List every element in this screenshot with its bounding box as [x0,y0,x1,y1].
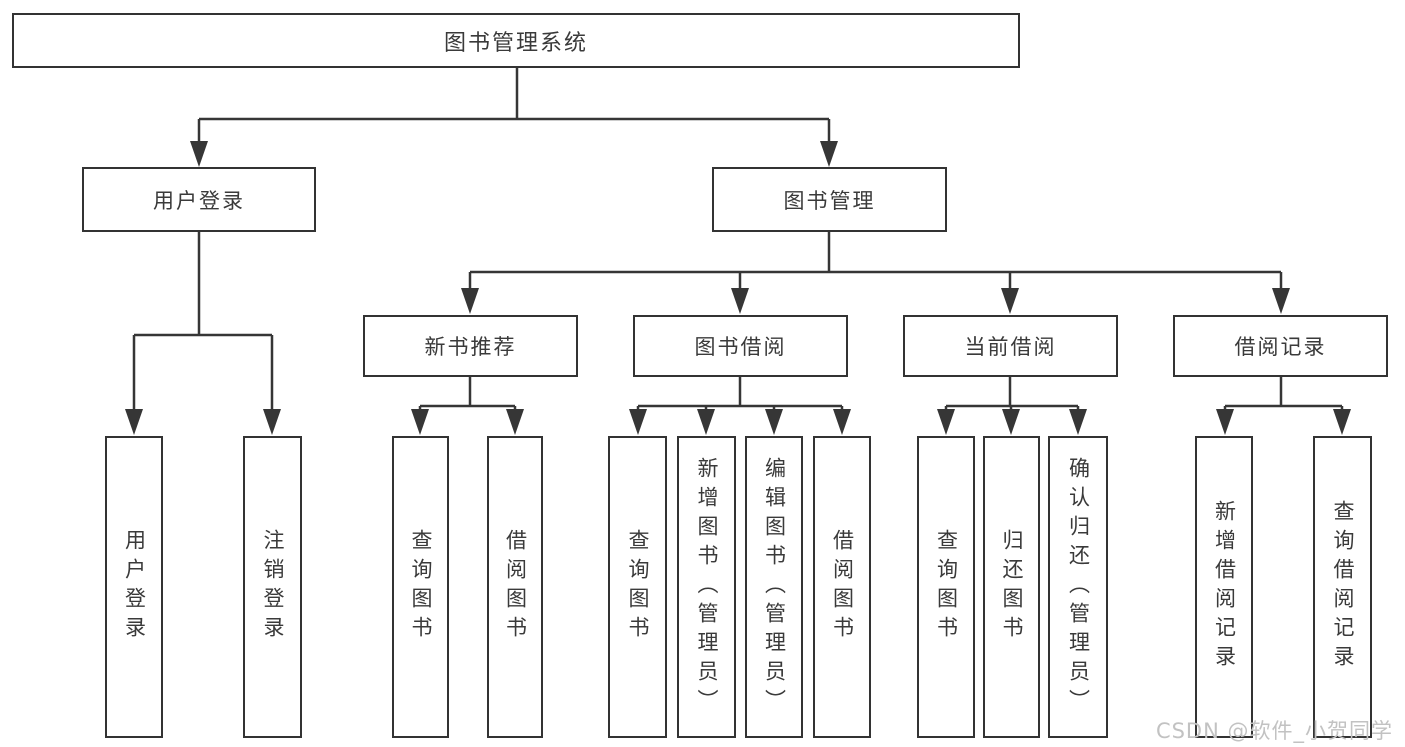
leaf-add-borrow-record: 新增借阅记录 [1195,436,1253,738]
leaf-query-borrow-record: 查询借阅记录 [1313,436,1372,738]
leaf-user-login: 用户登录 [105,436,163,738]
leaf-edit-books-admin: 编辑图书（管理员） [745,436,803,738]
leaf-borrow-query-books: 查询图书 [608,436,667,738]
leaf-return-books: 归还图书 [983,436,1040,738]
leaf-recommend-query-books: 查询图书 [392,436,449,738]
node-borrow-records: 借阅记录 [1173,315,1388,377]
node-current-borrow: 当前借阅 [903,315,1118,377]
leaf-borrow-books: 借阅图书 [813,436,871,738]
node-new-book-recommend: 新书推荐 [363,315,578,377]
node-book-management: 图书管理 [712,167,947,232]
leaf-current-query-books: 查询图书 [917,436,975,738]
leaf-recommend-borrow-books: 借阅图书 [487,436,543,738]
leaf-confirm-return-admin: 确认归还（管理员） [1048,436,1108,738]
node-user-login: 用户登录 [82,167,316,232]
csdn-watermark: CSDN @软件_小贺同学 [1155,719,1393,743]
node-root: 图书管理系统 [12,13,1020,68]
leaf-add-books-admin: 新增图书（管理员） [677,436,736,738]
leaf-logout: 注销登录 [243,436,302,738]
node-book-borrow: 图书借阅 [633,315,848,377]
